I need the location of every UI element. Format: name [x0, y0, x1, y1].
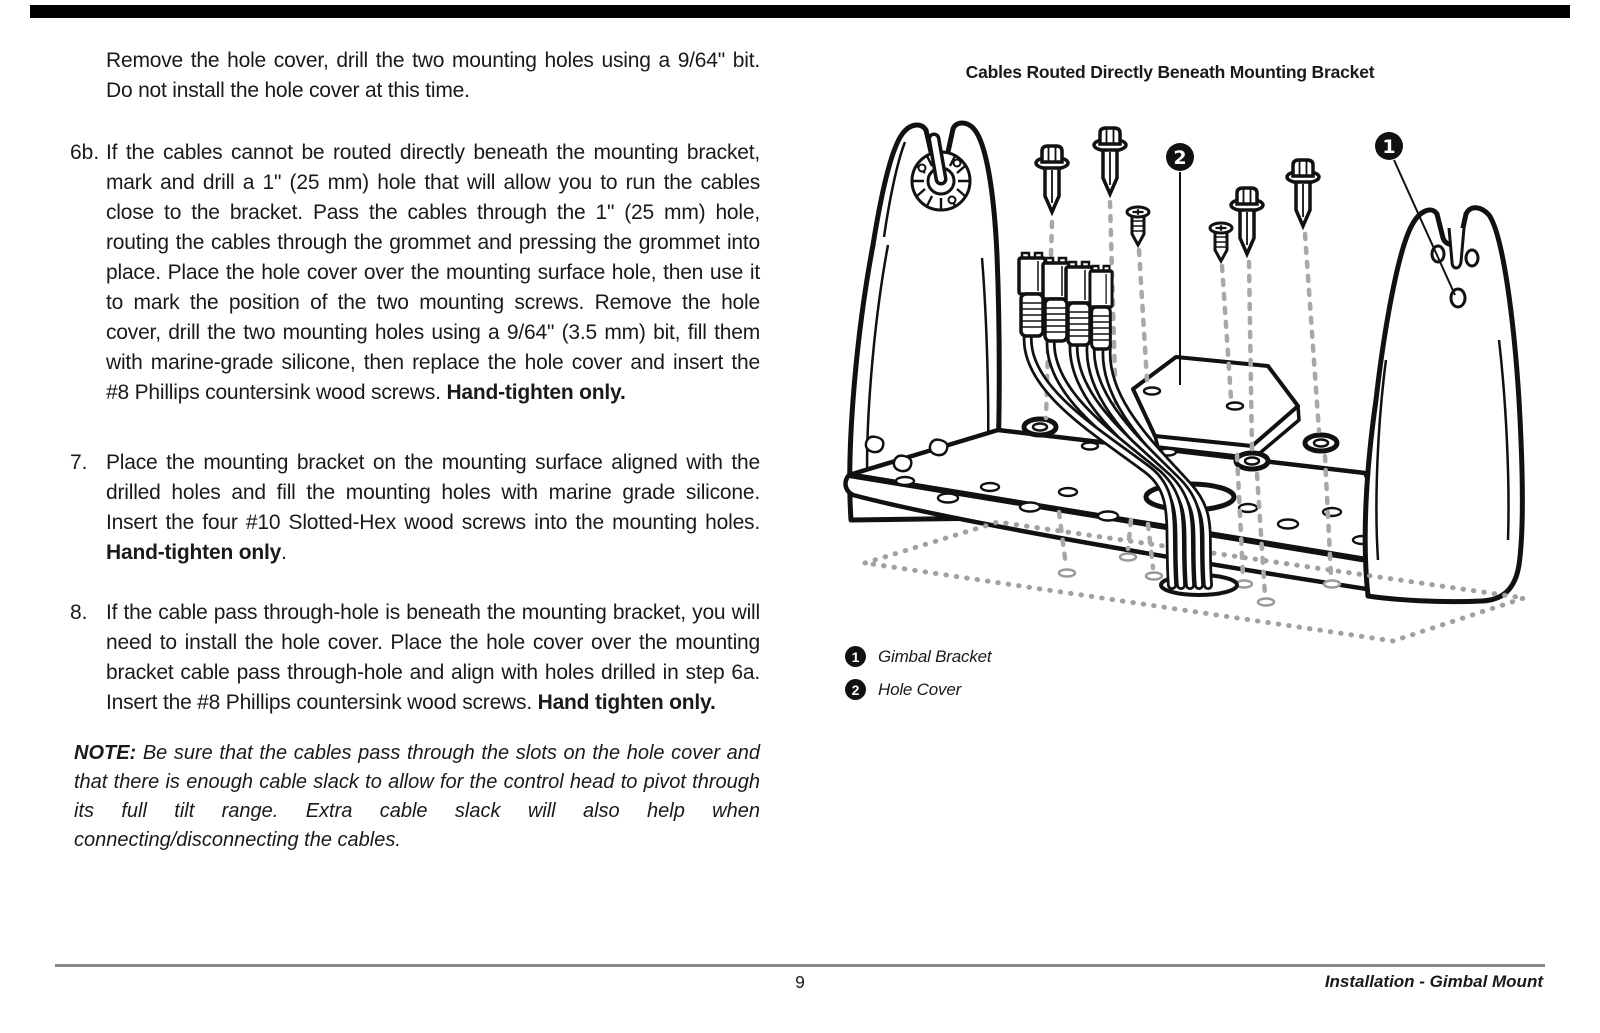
- surface-hole-mark: [1322, 579, 1342, 589]
- note-label: NOTE:: [74, 742, 143, 764]
- step-number: 7.: [70, 451, 88, 474]
- gimbal-bracket-illustration: 2 1: [843, 120, 1527, 644]
- legend-item: 2 Hole Cover: [845, 679, 991, 700]
- figure-legend: 1 Gimbal Bracket 2 Hole Cover: [845, 646, 992, 712]
- callout-2-number: 2: [1173, 147, 1186, 169]
- step-text: Place the mounting bracket on the mounti…: [106, 448, 760, 568]
- callout-1: 1: [1375, 132, 1456, 296]
- step-number: 8.: [70, 601, 88, 624]
- legend-marker-2: 2: [845, 679, 866, 700]
- footer-rule: [55, 964, 1545, 967]
- right-bracket-arm: [1362, 205, 1525, 605]
- surface-hole-mark: [1144, 571, 1164, 581]
- callout-1-number: 1: [1382, 136, 1395, 158]
- step-7: 7. Place the mounting bracket on the mou…: [70, 448, 760, 568]
- phillips-screw: [1125, 205, 1151, 247]
- legend-item: 1 Gimbal Bracket: [845, 646, 992, 667]
- step-number: 6b.: [70, 141, 100, 164]
- legend-label: Hole Cover: [878, 679, 962, 699]
- legend-label: Gimbal Bracket: [878, 646, 992, 666]
- note-paragraph: NOTE: Be sure that the cables pass throu…: [74, 739, 760, 855]
- step-6b: 6b. If the cables cannot be routed direc…: [70, 138, 760, 408]
- step-text: If the cable pass through-hole is beneat…: [106, 598, 760, 718]
- page-number: 9: [795, 972, 805, 992]
- phillips-screw: [1208, 221, 1234, 263]
- cable-connector: [1088, 264, 1114, 351]
- step-8: 8. If the cable pass through-hole is ben…: [70, 598, 760, 718]
- hole-cover: [1131, 355, 1301, 460]
- cable-connector: [1017, 251, 1047, 338]
- gimbal-knob-gear: [910, 132, 972, 212]
- cable-connector: [1064, 260, 1094, 347]
- hex-wood-screw: [1285, 158, 1321, 228]
- left-bracket-arm: [847, 120, 1002, 523]
- top-rule-bar: [30, 5, 1570, 18]
- cable-bundle: [1022, 328, 1213, 590]
- hex-wood-screw: [1034, 144, 1070, 214]
- washer: [1024, 419, 1056, 435]
- washer: [1236, 453, 1268, 469]
- step-bold: Hand-tighten only.: [446, 381, 626, 404]
- step-bold: Hand-tighten only: [106, 541, 282, 564]
- step-bold: Hand tighten only.: [537, 691, 716, 714]
- washer: [1305, 435, 1337, 451]
- mounting-surface-outline: [862, 519, 1527, 644]
- instruction-column: Remove the hole cover, drill the two mou…: [70, 38, 760, 855]
- note-text: Be sure that the cables pass through the…: [74, 742, 760, 851]
- legend-marker-1: 1: [845, 646, 866, 667]
- intro-paragraph: Remove the hole cover, drill the two mou…: [106, 49, 760, 102]
- footer-section-title: Installation - Gimbal Mount: [1324, 972, 1543, 991]
- step-after: .: [281, 541, 287, 564]
- surface-hole-mark: [1256, 597, 1276, 607]
- hex-wood-screw: [1092, 126, 1128, 196]
- figure-title: Cables Routed Directly Beneath Mounting …: [965, 62, 1375, 82]
- step-body: If the cable pass through-hole is beneat…: [106, 601, 760, 714]
- step-body: If the cables cannot be routed directly …: [106, 141, 760, 404]
- step-body: Place the mounting bracket on the mounti…: [106, 451, 760, 534]
- callout-2: 2: [1166, 143, 1194, 385]
- hex-wood-screw: [1229, 186, 1265, 256]
- step-text: If the cables cannot be routed directly …: [106, 138, 760, 408]
- surface-hole-mark: [1118, 552, 1138, 562]
- surface-hole-mark: [1057, 568, 1077, 578]
